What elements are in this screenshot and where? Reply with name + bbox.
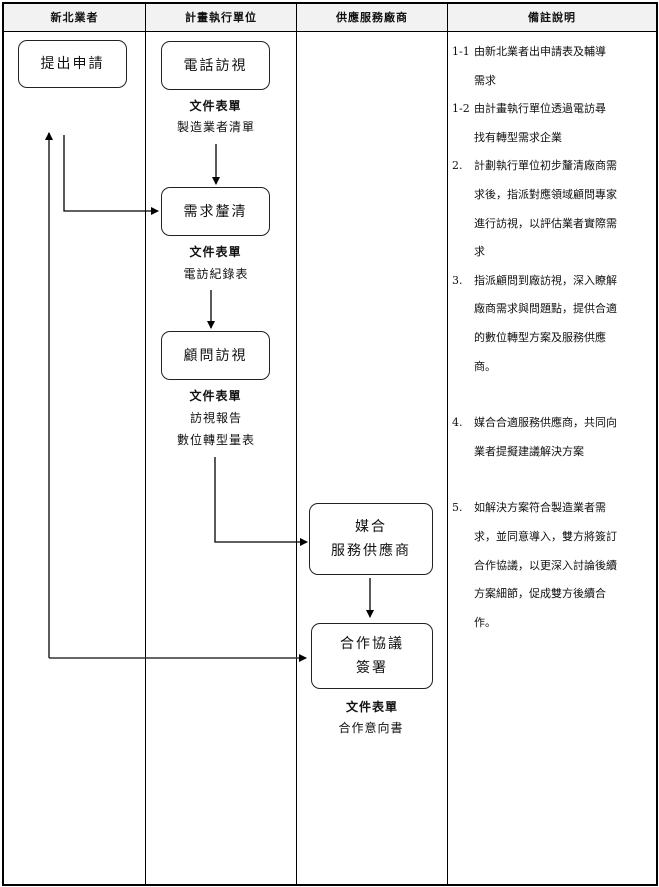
lane-header-executor: 計畫執行單位 (185, 11, 257, 24)
doc-form-item: 製造業者清單 (176, 120, 255, 134)
doc-form-item: 訪視報告 (189, 411, 242, 425)
notes-column: 1-1 由新北業者出申請表及輔導 需求 1-2 由計畫執行單位透過電訪尋 找有轉… (452, 38, 656, 637)
step-consultant-visit: 顧問訪視 (161, 331, 270, 380)
note-line: 作。 (474, 615, 496, 629)
step-label: 媒合 (355, 519, 387, 535)
note-line: 找有轉型需求企業 (474, 130, 562, 144)
note-number: 2. (452, 159, 463, 173)
lane-divider (447, 4, 448, 884)
note-1-1: 1-1 由新北業者出申請表及輔導 需求 (452, 38, 656, 95)
step-apply: 提出申請 (18, 40, 127, 88)
note-line: 如解決方案符合製造業者需 (474, 501, 606, 515)
note-line: 商。 (474, 359, 496, 373)
note-line: 由計畫執行單位透過電訪尋 (474, 102, 606, 116)
note-line: 求 (474, 245, 485, 259)
step-label: 顧問訪視 (183, 347, 248, 364)
note-line: 指派顧問到廠訪視，深入瞭解 (474, 273, 617, 287)
note-2: 2. 計劃執行單位初步釐清廠商需 求後，指派對應領域顧問專家 進行訪視，以評估業… (452, 152, 656, 266)
note-number: 3. (452, 273, 463, 287)
lane-header-notes: 備註說明 (528, 11, 576, 24)
arrow-apply-to-clarify (63, 135, 159, 215)
note-line: 廠商需求與問題點，提供合適 (474, 302, 617, 316)
note-number: 1-2 (452, 102, 470, 116)
step-label: 服務供應商 (331, 543, 411, 559)
doc-form-label: 文件表單 (189, 99, 242, 113)
note-line: 媒合合適服務供應商，共同向 (474, 416, 617, 430)
step-phone-visit: 電話訪視 (161, 41, 270, 90)
step-agreement: 合作協議 簽署 (311, 623, 433, 689)
note-line: 方案細節，促成雙方後續合 (474, 587, 606, 601)
note-line: 求，並同意導入，雙方將簽訂 (474, 529, 617, 543)
note-line: 由新北業者出申請表及輔導 (474, 45, 606, 58)
header-divider (4, 31, 656, 32)
note-line: 合作協議，以更深入討論後續 (474, 558, 617, 572)
step-label: 提出申請 (40, 56, 105, 72)
step-label: 合作協議 (340, 636, 404, 652)
arrow-visit-to-match (214, 457, 308, 546)
doc-form-item: 合作意向書 (338, 721, 404, 735)
note-5: 5. 如解決方案符合製造業者需 求，並同意導入，雙方將簽訂 合作協議，以更深入討… (452, 494, 656, 637)
lane-header-applicant: 新北業者 (50, 11, 99, 24)
doc-form-label: 文件表單 (345, 700, 398, 714)
step-label: 電話訪視 (183, 57, 248, 74)
note-line: 進行訪視，以評估業者實際需 (474, 216, 617, 230)
note-4: 4. 媒合合適服務供應商，共同向 業者提擬建議解決方案 (452, 409, 656, 466)
note-line: 的數位轉型方案及服務供應 (474, 330, 606, 344)
step-label: 簽署 (356, 660, 388, 676)
doc-form-item: 電訪紀錄表 (183, 267, 249, 281)
note-line: 求後，指派對應領域顧問專家 (474, 187, 617, 201)
step-clarify: 需求釐清 (161, 187, 270, 236)
note-3: 3. 指派顧問到廠訪視，深入瞭解 廠商需求與問題點，提供合適 的數位轉型方案及服… (452, 267, 656, 381)
header-row (4, 4, 656, 31)
note-line: 需求 (474, 73, 496, 87)
lane-header-supplier: 供應服務廠商 (336, 11, 408, 24)
note-number: 4. (452, 416, 463, 430)
doc-form-label: 文件表單 (189, 389, 242, 403)
doc-form-label: 文件表單 (189, 245, 242, 259)
lane-divider (145, 4, 146, 884)
note-number: 1-1 (452, 45, 470, 58)
doc-form-item: 數位轉型量表 (176, 433, 255, 447)
note-number: 5. (452, 501, 463, 515)
note-line: 業者提擬建議解決方案 (474, 444, 584, 458)
step-label: 需求釐清 (183, 203, 248, 220)
step-match-supplier: 媒合 服務供應商 (309, 503, 433, 575)
note-1-2: 1-2 由計畫執行單位透過電訪尋 找有轉型需求企業 (452, 95, 656, 152)
note-line: 計劃執行單位初步釐清廠商需 (474, 159, 617, 173)
lane-divider (296, 4, 297, 884)
